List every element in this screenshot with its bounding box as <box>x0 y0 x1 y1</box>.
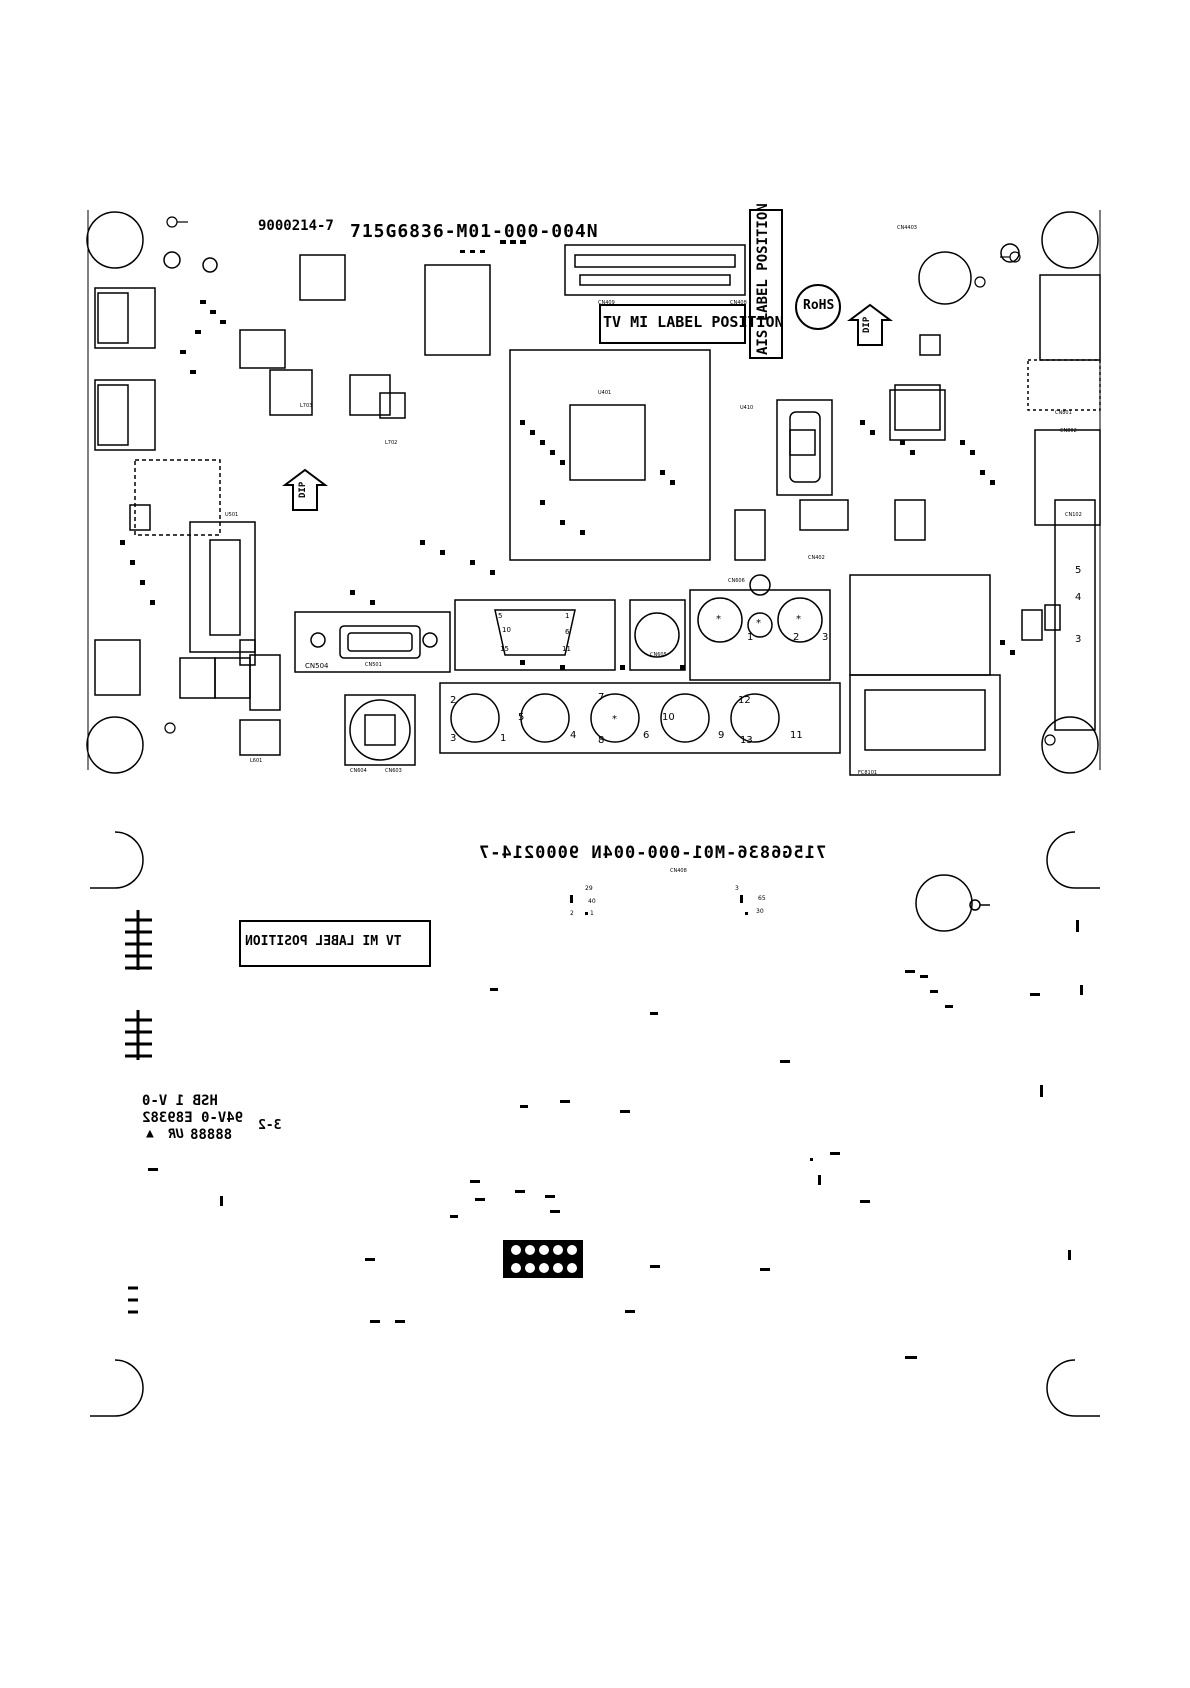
ul-line-3: 88888 <box>190 1127 233 1143</box>
av-pin-8: 8 <box>598 735 605 746</box>
test-pad-cluster <box>503 1240 583 1278</box>
av-pin-6: 6 <box>643 730 650 741</box>
connector-cn604: CN604 <box>350 768 367 774</box>
av-pin-2: 2 <box>450 695 457 706</box>
av-pin-7: 7 <box>598 692 605 703</box>
screw-icon <box>164 216 1056 746</box>
ul-code: 3-2 <box>258 1118 282 1133</box>
board-version: 9000214-7 <box>258 218 334 234</box>
connector-cn501: CN501 <box>365 662 382 668</box>
av-pin-11: 11 <box>790 730 803 741</box>
connector-cn102: CN102 <box>1065 512 1082 518</box>
test-points <box>148 895 1083 1359</box>
bottom-pin-29: 29 <box>585 885 593 892</box>
audio-star-3: * <box>796 614 801 625</box>
connector-cn408: CN408 <box>730 300 747 306</box>
audio-pin-3: 3 <box>822 632 829 643</box>
av-pin-10: 10 <box>662 712 675 723</box>
ic-u501: U501 <box>225 512 239 518</box>
av-pin-4: 4 <box>570 730 577 741</box>
audio-pin-2: 2 <box>793 632 800 643</box>
ul-line-1: HSB 1 V-0 <box>142 1093 218 1109</box>
connector-cn605: CN605 <box>650 652 667 658</box>
av-pin-1: 1 <box>500 733 507 744</box>
connector-cn606: CN606 <box>728 578 745 584</box>
connector-cn409: CN409 <box>598 300 615 306</box>
bottom-pin-1: 1 <box>590 910 594 917</box>
vga-pin-10: 10 <box>502 626 511 634</box>
inductor-l601: L601 <box>250 758 263 764</box>
right-conn-pin-5: 5 <box>1075 565 1082 576</box>
bottom-pin-40: 40 <box>588 898 596 905</box>
av-pin-5: 5 <box>518 712 525 723</box>
av-pin-9: 9 <box>718 730 725 741</box>
ic-u401: U401 <box>598 390 612 396</box>
bottom-label-position: TV MI LABEL POSITION <box>245 934 402 949</box>
av-pin-12: 12 <box>738 695 751 706</box>
vga-pin-5: 5 <box>498 612 503 620</box>
audio-star-2: * <box>756 618 761 629</box>
rohs-mark: RoHS <box>803 298 835 313</box>
connector-cn802: CN802 <box>1060 428 1077 434</box>
bottom-pin-2: 2 <box>570 910 574 917</box>
bottom-part-number: 715G6836-M01-000-004N 9000214-7 <box>478 843 827 863</box>
connector-cn504: CN504 <box>305 662 329 670</box>
test-comb <box>125 910 152 1314</box>
ic-u410: U410 <box>740 405 754 411</box>
bottom-pin-3: 3 <box>735 885 739 892</box>
connector-fc8101: FC8101 <box>858 770 878 776</box>
ur-mark: UR <box>168 1127 184 1142</box>
connector-cn801: CN801 <box>1055 410 1072 416</box>
bottom-pin-30: 30 <box>756 908 764 915</box>
ul-line-2: 94V-0 E89382 <box>142 1110 244 1126</box>
connector-cn402: CN402 <box>808 555 825 561</box>
component-pads <box>120 240 1015 670</box>
av-pin-13: 13 <box>740 735 753 746</box>
av-pin-3: 3 <box>450 733 457 744</box>
vga-pin-15: 15 <box>500 645 509 653</box>
vga-pin-6: 6 <box>565 628 570 636</box>
connector-cn603: CN603 <box>385 768 402 774</box>
audio-pin-1: 1 <box>747 632 754 643</box>
vga-pin-1: 1 <box>565 612 570 620</box>
inductor-l703: L703 <box>300 403 313 409</box>
tv-mi-label-position: TV MI LABEL POSITION <box>603 313 784 331</box>
inductor-l702: L702 <box>385 440 398 446</box>
right-conn-pin-3: 3 <box>1075 634 1082 645</box>
ul-triangle: ▲ <box>146 1126 154 1141</box>
vga-pin-11: 11 <box>562 645 571 653</box>
av-star: * <box>612 714 617 725</box>
board-part-number: 715G6836-M01-000-004N <box>350 221 599 242</box>
connector-cn403: CN4403 <box>897 225 917 231</box>
bottom-pin-65: 65 <box>758 895 766 902</box>
audio-star-1: * <box>716 614 721 625</box>
bottom-cn408: CN408 <box>670 868 687 874</box>
right-conn-pin-4: 4 <box>1075 592 1082 603</box>
